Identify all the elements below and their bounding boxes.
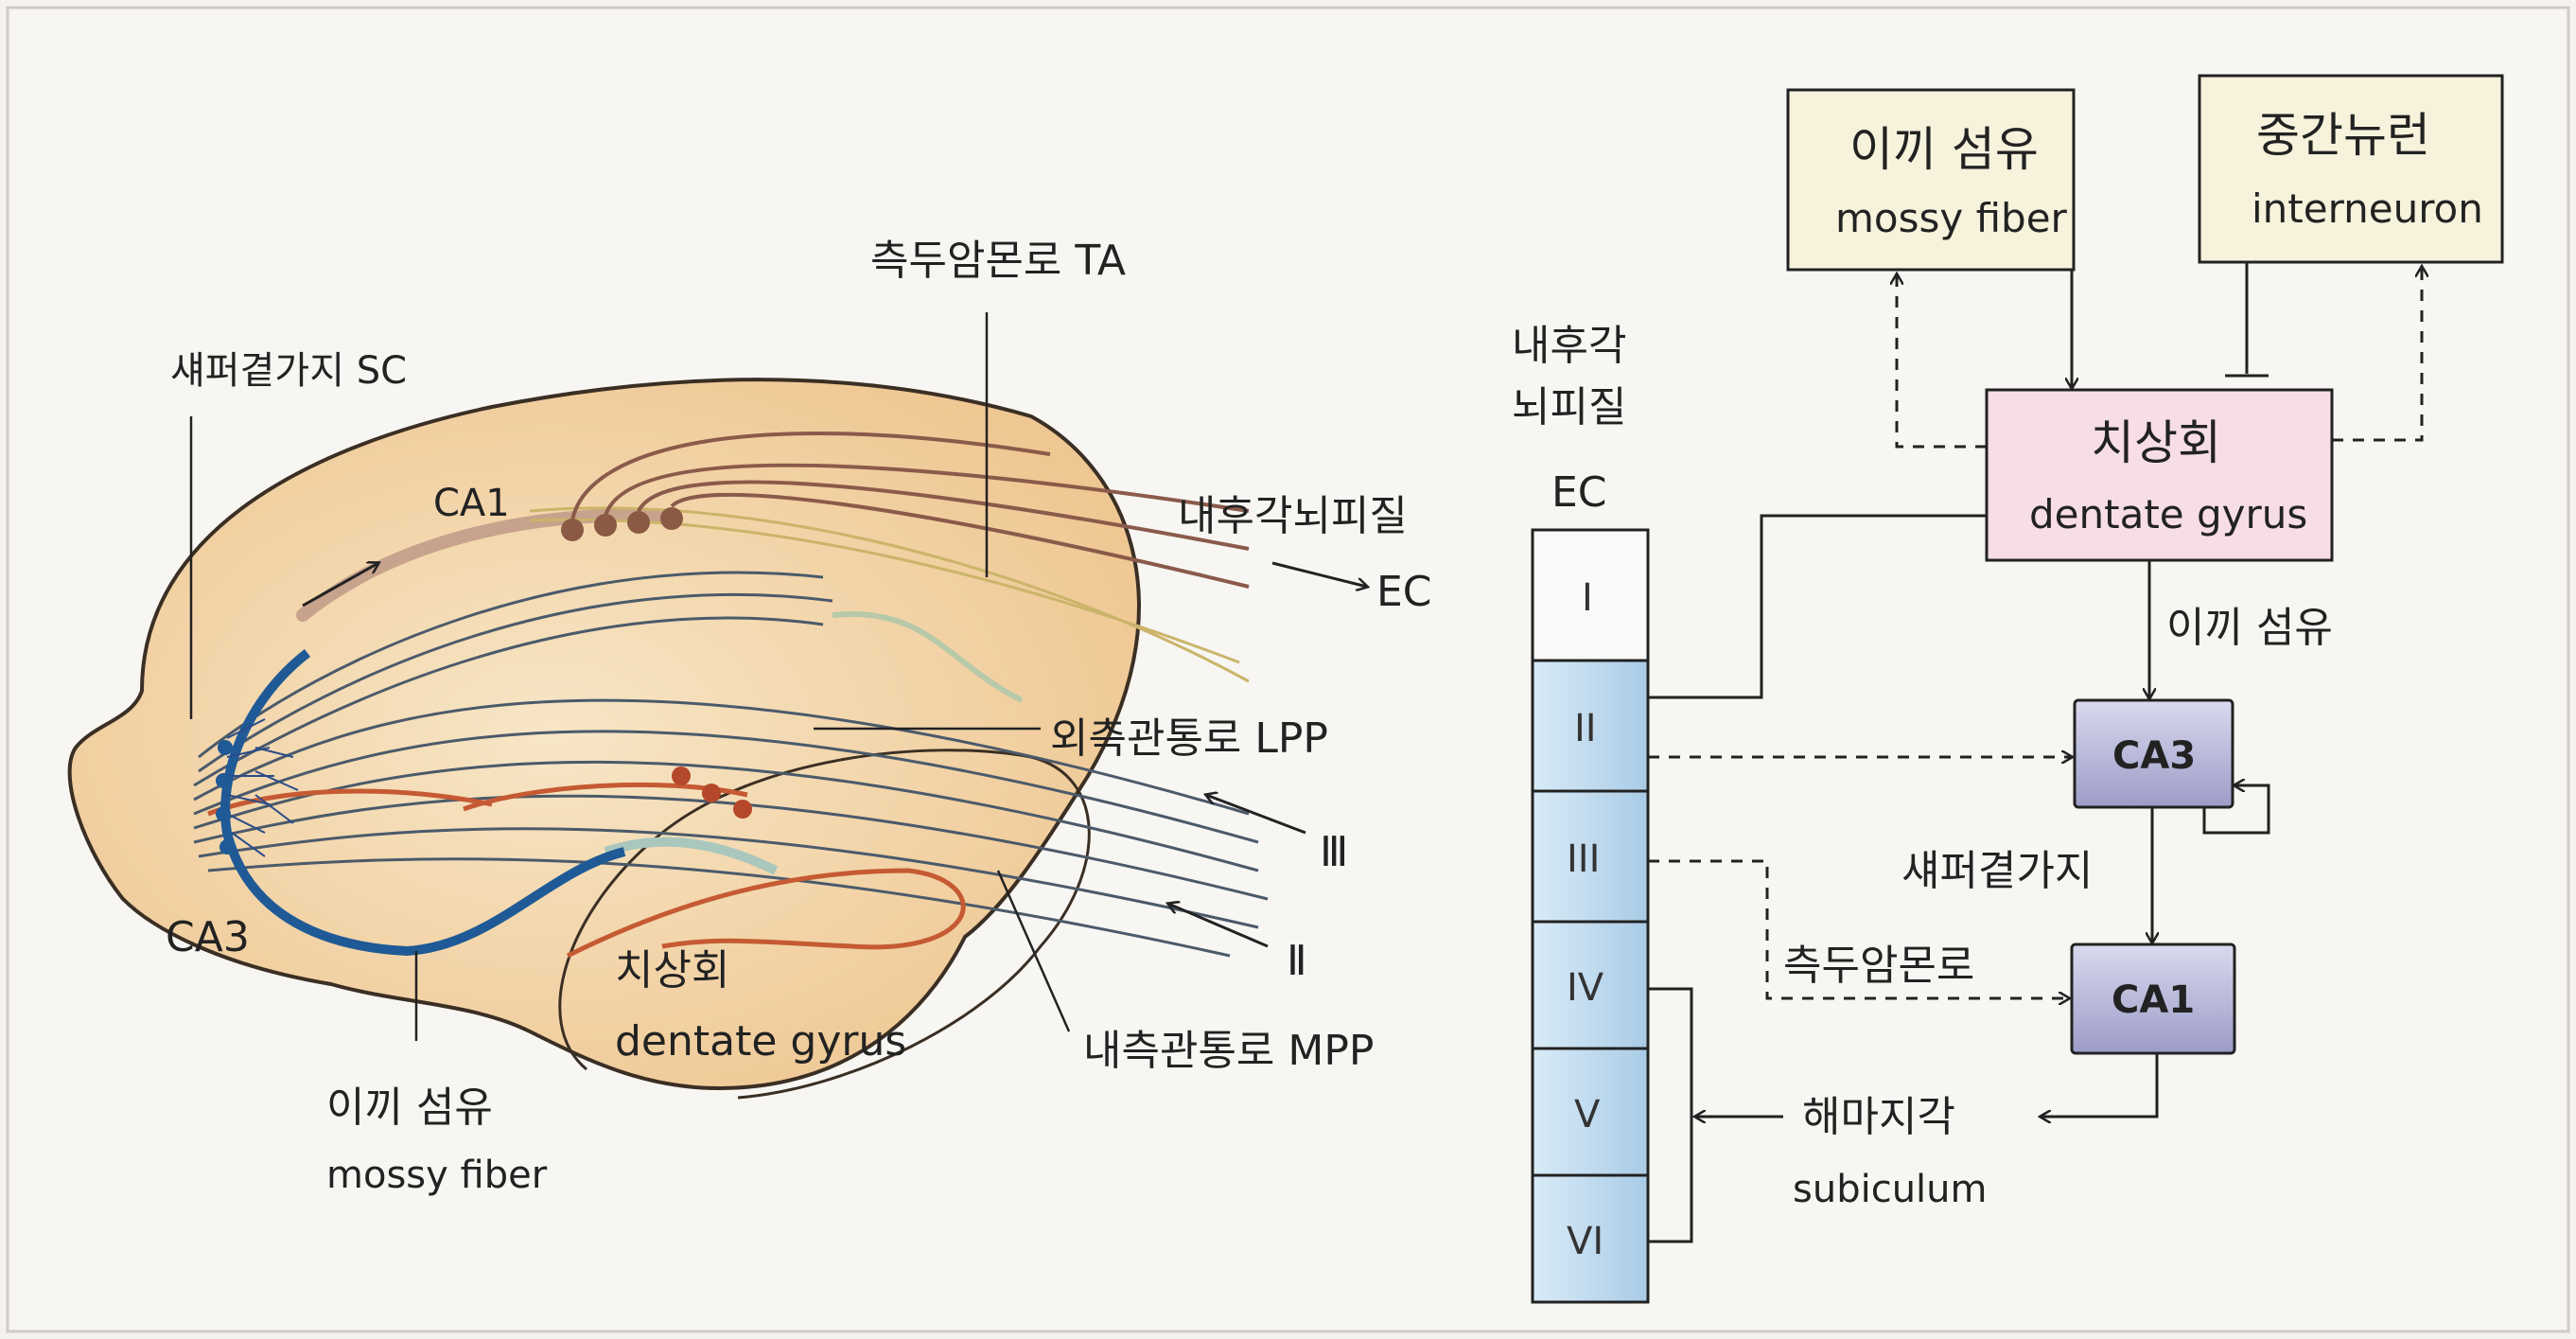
mossy-en-label: mossy fiber: [326, 1154, 548, 1197]
ca1-neurons: [561, 507, 683, 541]
dentate-neurons: [672, 766, 752, 819]
ta-label: 측두암몬로 TA: [870, 237, 1126, 285]
layer2-arrow: [1168, 904, 1269, 948]
dentate-granule-layer: [604, 837, 779, 875]
dentate-box-ko: 치상회: [2091, 415, 2221, 470]
interneuron-box-en: interneuron: [2252, 185, 2483, 232]
layer3-label: Ⅲ: [1320, 828, 1348, 876]
edge-ec2-to-dg: [1648, 514, 1987, 699]
mossy-box-ko: 이끼 섬유: [1849, 122, 2039, 177]
dentate-box-en: dentate gyrus: [2029, 491, 2307, 537]
circuit-schematic: 내후각 뇌피질 EC I II III IV V VI 이끼 섬유 mossy …: [1512, 74, 2504, 1304]
ec-arrow: [1271, 561, 1367, 587]
dentate-gyrus-box: [1985, 388, 2334, 562]
lpp-label: 외측관통로 LPP: [1050, 714, 1328, 763]
perforant-path-fibers: [193, 571, 1269, 958]
layer3-arrow: [1206, 795, 1306, 835]
ca3-dendrites: [226, 718, 299, 857]
ec-layer-2: [1531, 659, 1650, 793]
edge-ca3-recurrent: [2202, 785, 2270, 835]
hippocampus-body: [67, 378, 1141, 1091]
edge-label-ta: 측두암몬로: [1783, 942, 1974, 990]
ec-ko-label: 내후각뇌피질: [1178, 492, 1408, 540]
interneuron-box-ko: 중간뉴런: [2256, 108, 2430, 163]
ec-layer-5-label: V: [1574, 1093, 1601, 1136]
edge-ec3-to-ca1-dashed: [1648, 859, 2069, 998]
subiculum-en-label: subiculum: [1793, 1168, 1987, 1211]
ec-layer-1-label: I: [1582, 576, 1593, 620]
dg-ko-label: 치상회: [615, 946, 729, 995]
dg-en-label: dentate gyrus: [615, 1017, 906, 1066]
callout-lines: [189, 312, 1071, 1041]
ec-deep-bracket: [1648, 987, 1693, 1243]
mossy-box-en: mossy fiber: [1835, 195, 2068, 241]
circuit-edges: [1648, 262, 2422, 1243]
ec-layer-6: [1531, 1173, 1650, 1304]
ca1-label: CA1: [433, 482, 510, 525]
mossy-fiber-path: [220, 649, 626, 957]
ec-layer-1: [1531, 528, 1650, 662]
edge-dg-to-mossy-dashed: [1897, 274, 1987, 449]
ec-layer-3: [1531, 789, 1650, 924]
sc-label: 섀퍼곁가지 SC: [170, 349, 407, 393]
ca1-ec-fibers: [570, 432, 1250, 589]
ec-title-line2: 뇌피질: [1512, 383, 1626, 432]
ca1-node-label: CA1: [2112, 978, 2195, 1022]
edge-dg-to-interneuron-dashed: [2332, 267, 2422, 442]
ec-title-line1: 내후각: [1512, 322, 1626, 370]
edge-ca1-to-subiculum: [2041, 1053, 2159, 1117]
hippocampus-illustration: 측두암몬로 TA 섀퍼곁가지 SC CA1 내후각뇌피질 EC 외측관통로 LP…: [67, 237, 1432, 1197]
subiculum-ko-label: 해마지각: [1802, 1093, 1955, 1141]
ca3-neurons: [216, 740, 235, 854]
interneuron-box: [2198, 74, 2504, 264]
ec-layer-3-label: III: [1567, 837, 1600, 881]
edge-label-schaffer: 섀퍼곁가지: [1901, 847, 2093, 895]
edge-label-mossy: 이끼 섬유: [2166, 604, 2333, 652]
mpp-label: 내측관통로 MPP: [1083, 1027, 1374, 1075]
ec-layer-column: I II III IV V VI: [1531, 528, 1650, 1304]
ec-title-line3: EC: [1551, 468, 1607, 517]
ta-curve: [832, 610, 1024, 703]
mossy-ko-label: 이끼 섬유: [326, 1084, 493, 1132]
ec-label: EC: [1376, 568, 1432, 616]
layer2-label: Ⅱ: [1287, 937, 1307, 985]
ec-layer-4-label: IV: [1567, 966, 1604, 1010]
flow-arrow: [302, 563, 378, 608]
mossy-fiber-box: [1786, 88, 2076, 272]
ec-layer-6-label: VI: [1567, 1220, 1603, 1263]
ca3-label: CA3: [166, 913, 250, 961]
ca3-node-label: CA3: [2112, 734, 2196, 778]
ec-layer-2-label: II: [1574, 707, 1597, 750]
ec-layer-5: [1531, 1047, 1650, 1177]
